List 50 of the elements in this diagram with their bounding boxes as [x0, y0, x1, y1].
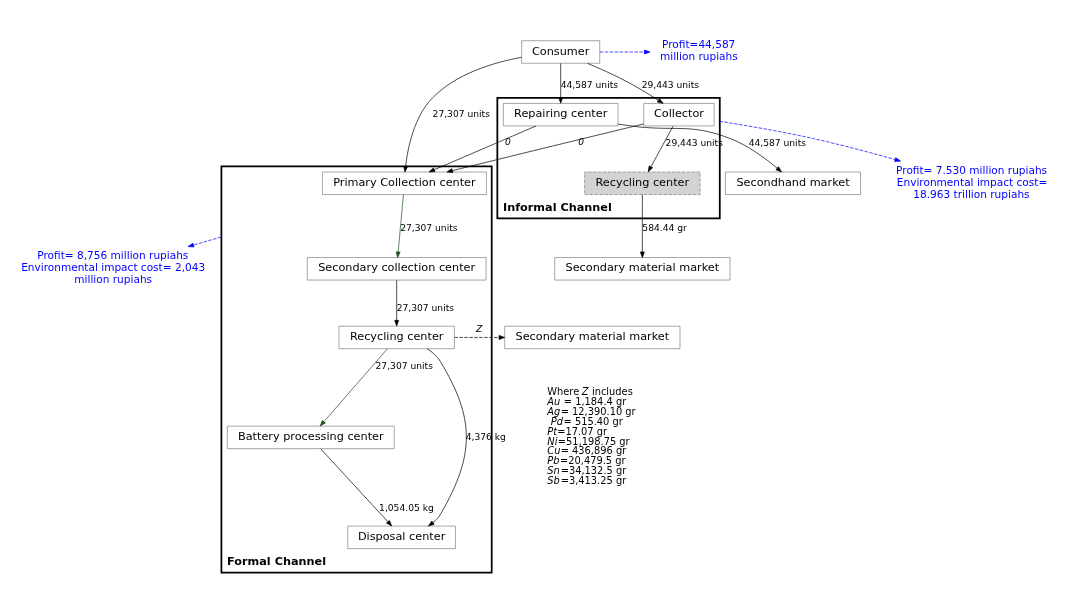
- arrow: [320, 448, 393, 526]
- edge-label: 29,443 units: [641, 79, 700, 90]
- edge-label: 44,587 units: [748, 137, 807, 148]
- node-box: Secondary material market: [554, 256, 731, 280]
- node-box: Secondary material market: [504, 325, 681, 349]
- arrow: [599, 49, 651, 54]
- node-text: Profit=44,587 million rupiahs: [659, 37, 738, 62]
- edge-label: 27,307 units: [375, 360, 433, 371]
- node-box: Primary Collection center: [322, 171, 487, 195]
- arrow: [640, 193, 645, 258]
- arrow: [187, 236, 222, 247]
- label: Where Z includes: [547, 385, 633, 397]
- label: Pd= 515.40 gr: [550, 415, 623, 427]
- node-box: Battery processing center: [227, 425, 395, 449]
- arrow: [403, 56, 522, 172]
- node-box: Recycling center: [584, 171, 701, 195]
- node-box: Recycling center: [338, 325, 455, 349]
- edge-label: 27,307 units: [432, 108, 490, 119]
- edge-label: 44,587 units: [560, 79, 619, 90]
- node-box: Secondhand market: [725, 171, 861, 195]
- label: Pt=17.07 gr: [547, 425, 608, 437]
- node-box: Disposal center: [347, 525, 456, 549]
- edge-label: 4,376 kg: [465, 431, 506, 442]
- arrow: [587, 62, 664, 104]
- arrow: [454, 334, 506, 340]
- node-box: Repairing center: [502, 102, 619, 126]
- node-box: Secondary collection center: [306, 256, 487, 280]
- node-text: Profit= 7.530 million rupiahs Environmental impact cost= 18.963 trillion rupiahs: [896, 163, 1048, 200]
- node-text: Profit= 8,756 million rupiahs Environmental impact cost= 2,043 million rupiahs: [21, 248, 206, 285]
- arrow: [647, 125, 674, 172]
- edge-label: 584.44 gr: [642, 222, 687, 233]
- arrow: [426, 347, 467, 526]
- arrow: [319, 348, 388, 426]
- arrow: [394, 279, 399, 326]
- edge-label: 1,054.05 kg: [379, 502, 434, 513]
- node-box: Collector: [643, 102, 715, 126]
- arrow: [446, 123, 644, 173]
- arrow: [719, 120, 901, 162]
- edge-label: 0: [505, 136, 511, 147]
- arrow: [395, 193, 404, 258]
- edge-label: 27,307 units: [396, 302, 455, 313]
- edge-label: 0: [578, 136, 585, 147]
- arrow: [428, 125, 537, 172]
- edge-label: Z: [476, 323, 483, 334]
- label: Ag= 12,390.10 gr: [547, 405, 636, 417]
- node-box: Consumer: [521, 39, 601, 64]
- arrow: [558, 62, 563, 104]
- label: Au = 1,184.4 gr: [547, 395, 627, 407]
- edge-label: 27,307 units: [400, 222, 458, 233]
- arrow: [617, 123, 782, 172]
